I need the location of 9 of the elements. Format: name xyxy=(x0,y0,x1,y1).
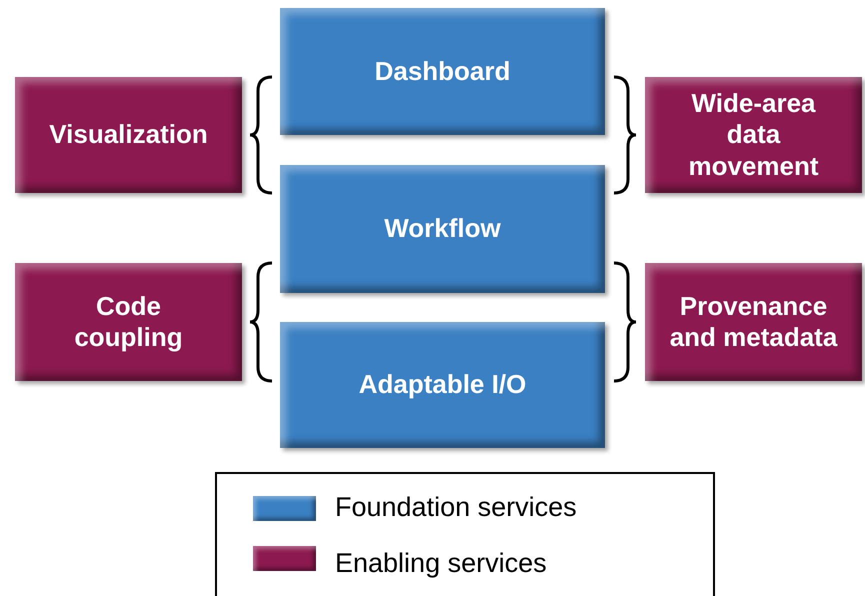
service-box: Workflow xyxy=(280,165,605,293)
enabling-service-box: Code coupling xyxy=(15,263,242,381)
enabling-service-box: Visualization xyxy=(15,77,242,193)
service-box: Adaptable I/O xyxy=(280,322,605,448)
legend-text: Foundation services xyxy=(335,492,577,523)
legend-text: Enabling services xyxy=(335,548,547,579)
service-box: Dashboard xyxy=(280,8,605,135)
enabling-service-box: Provenance and metadata xyxy=(645,263,862,381)
enabling-service-box: Wide-area data movement xyxy=(645,77,862,193)
